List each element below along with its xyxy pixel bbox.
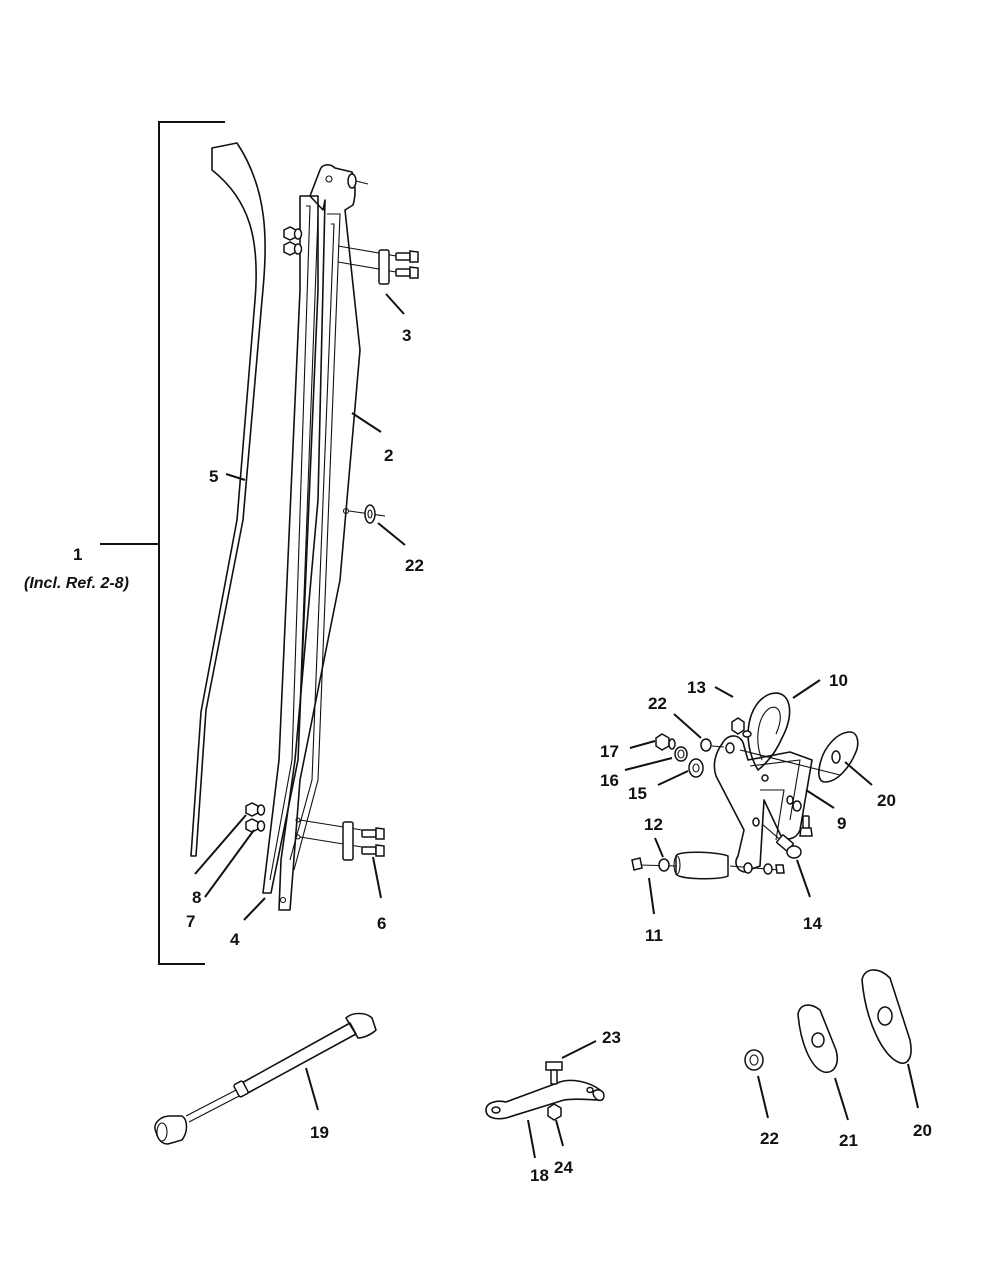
part-12-clamp — [631, 851, 785, 880]
top-washer — [347, 173, 369, 189]
callout-20-bottom: 20 — [913, 1121, 932, 1140]
part-5-curved-bar — [190, 142, 266, 857]
callout-24: 24 — [554, 1158, 573, 1177]
part-9-bracket — [713, 735, 841, 873]
callout-8: 8 — [192, 888, 201, 907]
part-9-bolt — [786, 795, 813, 837]
part-4-long-rail — [262, 195, 319, 894]
callout-6: 6 — [377, 914, 386, 933]
callout-19: 19 — [310, 1123, 329, 1142]
part-20-plate-small — [818, 731, 859, 783]
callout-22-panel: 22 — [405, 556, 424, 575]
callout-1: 1 — [73, 545, 82, 564]
callout-labels: 1 (Incl. Ref. 2-8) 2 3 4 5 6 7 8 9 10 11… — [24, 326, 932, 1185]
part-20-plate-large — [861, 969, 912, 1064]
callout-22-assembly: 22 — [648, 694, 667, 713]
callout-14: 14 — [803, 914, 822, 933]
part-13-nut — [731, 717, 752, 738]
callout-15: 15 — [628, 784, 647, 803]
bottom-nuts — [245, 802, 266, 833]
part-2-long-panel — [278, 164, 361, 911]
callout-18: 18 — [530, 1166, 549, 1185]
callout-13: 13 — [687, 678, 706, 697]
part-24-nut — [547, 1103, 562, 1121]
part-10-strap — [747, 692, 791, 782]
callout-9: 9 — [837, 814, 846, 833]
part-3-spacer-bolts — [337, 245, 419, 285]
callout-21: 21 — [839, 1131, 858, 1150]
assembly-bracket — [100, 121, 225, 965]
callout-20-right-middle: 20 — [877, 791, 896, 810]
part-14-bolt — [761, 823, 802, 859]
part-22-washer — [744, 1049, 764, 1071]
part-21-plate — [797, 1004, 839, 1074]
mid-washer — [342, 504, 386, 524]
callout-11: 11 — [645, 926, 663, 945]
callout-2: 2 — [384, 446, 393, 465]
callout-5: 5 — [209, 467, 218, 486]
callout-17: 17 — [600, 742, 619, 761]
callout-1-note: (Incl. Ref. 2-8) — [24, 575, 129, 592]
washer-stack-15-16-17 — [655, 733, 725, 778]
callout-12: 12 — [644, 815, 663, 834]
callout-23: 23 — [602, 1028, 621, 1047]
part-18-link-arm — [485, 1079, 605, 1120]
callout-22-bottom: 22 — [760, 1129, 779, 1148]
callout-16: 16 — [600, 771, 619, 790]
leader-lines — [194, 293, 919, 1159]
callout-7: 7 — [186, 912, 195, 931]
part-6-spacer-bolts — [295, 817, 385, 861]
part-19-gas-spring — [154, 1012, 377, 1145]
callout-4: 4 — [230, 930, 240, 949]
top-nuts — [283, 226, 303, 256]
callout-10: 10 — [829, 671, 848, 690]
callout-3: 3 — [402, 326, 411, 345]
part-23-bolt — [545, 1061, 563, 1085]
